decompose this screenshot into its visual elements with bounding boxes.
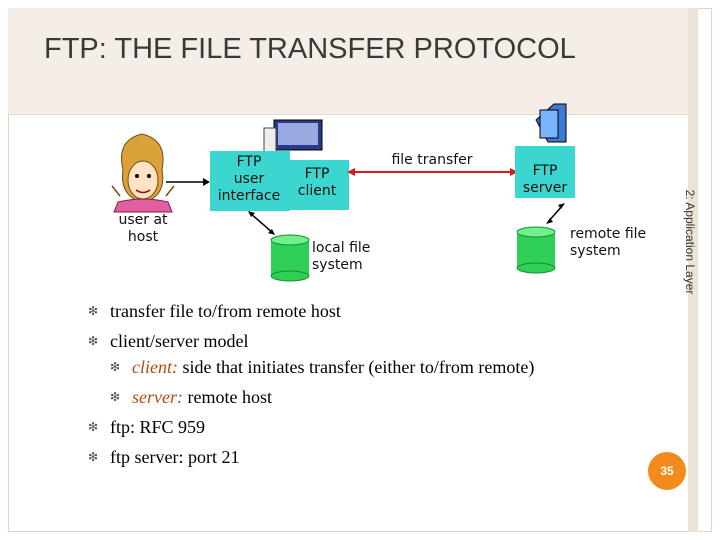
bullet-marker-icon: ❇ [88, 420, 99, 434]
bullet-marker-icon: ❇ [88, 450, 99, 464]
slide-title: FTP: THE FILE TRANSFER PROTOCOL [44, 33, 576, 65]
ftp-client-label: FTP client [297, 166, 337, 199]
bullet-marker-icon: ❇ [88, 334, 99, 348]
term-client: client: [132, 357, 178, 377]
local-fs-label: local file system [312, 240, 371, 273]
user-icon [111, 133, 175, 213]
ftp-client-box [285, 160, 349, 210]
bullet-marker-icon: ❇ [110, 390, 121, 404]
ftp-ui-box [210, 151, 290, 211]
server-computer-icon [535, 103, 567, 143]
ftp-server-label: FTP server [522, 163, 568, 196]
remote-fs-label: remote file system [570, 226, 647, 259]
file-transfer-label: file transfer [391, 152, 473, 168]
ftp-ui-label: FTP user interface [217, 154, 281, 204]
ftp-server-box [515, 146, 575, 198]
right-strip [688, 8, 698, 532]
local-disk-icon [270, 234, 310, 282]
slide-number-badge: 35 [648, 452, 686, 490]
client-computer-icon [263, 119, 323, 153]
bullet-marker-icon: ❇ [110, 360, 121, 374]
bullet-marker-icon: ❇ [88, 304, 99, 318]
term-server: server: [132, 387, 183, 407]
remote-disk-icon [516, 226, 556, 274]
user-at-host-label: user at host [118, 212, 168, 245]
title-band [8, 8, 688, 115]
